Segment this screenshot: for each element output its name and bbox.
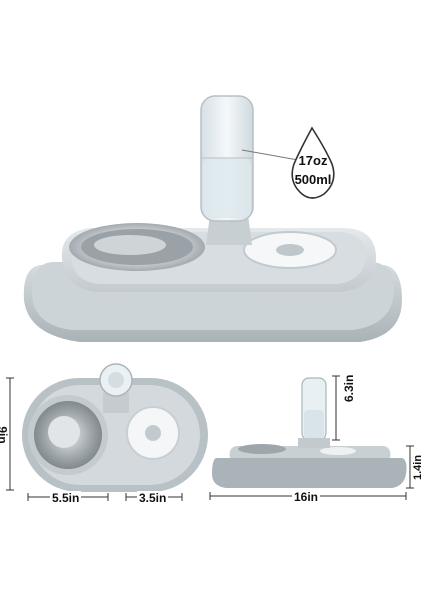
dimension-plate-width: 3.5in [137, 491, 169, 505]
dimension-bottle-height: 6.3in [342, 374, 356, 402]
capacity-oz-label: 17oz [298, 153, 328, 168]
dimension-bowl-width: 5.5in [50, 491, 82, 505]
water-droplet-icon [291, 126, 335, 199]
dimension-height-top-view: 9in [0, 426, 10, 444]
dimension-length: 16in [292, 490, 321, 504]
dimension-base-height: 1.4in [412, 454, 424, 480]
capacity-ml-label: 500ml [294, 172, 332, 187]
pet-feeder-main-view [23, 95, 403, 342]
